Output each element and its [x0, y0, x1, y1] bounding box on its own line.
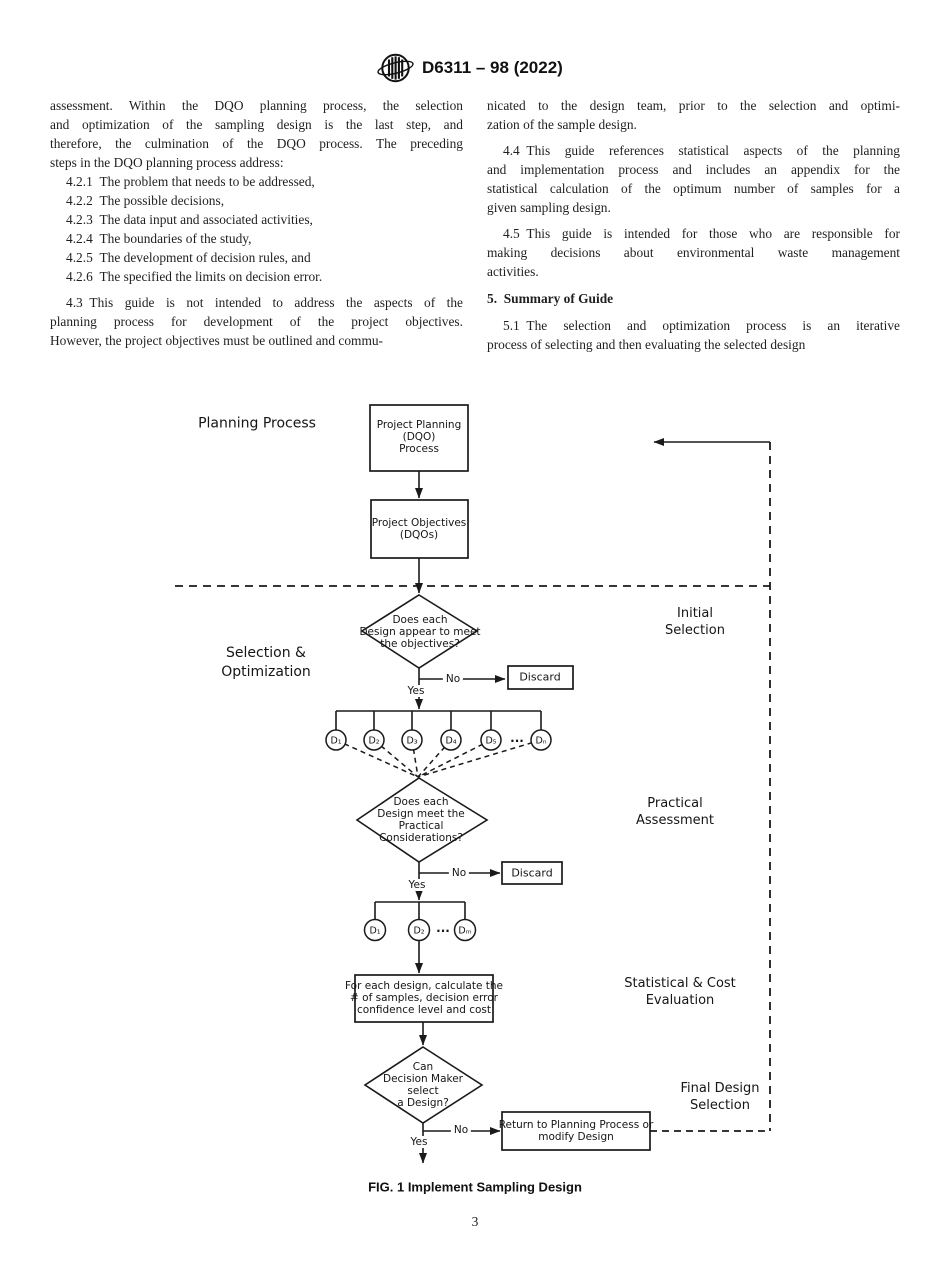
flowchart-canvas: D₁ D₂ D₃ D₄ D₅ Dₙ ... D₁ D₂ Dₘ ...	[175, 404, 771, 1164]
list-item: 4.2.3 The data input and associated acti…	[66, 212, 313, 227]
design-circles-row-1	[325, 729, 552, 751]
design-comb-1	[335, 710, 542, 730]
body-line: However, the project objectives must be …	[50, 333, 384, 348]
body-line: activities.	[487, 264, 539, 279]
label-return-to-planning: Return to Planning Process or modify Des…	[498, 1119, 654, 1143]
stage-label-initial-selection: Initial Selection	[665, 606, 725, 638]
design-label: D₂	[368, 736, 379, 747]
design-label: D₁	[369, 926, 380, 937]
label-discard-2: Discard	[511, 866, 553, 880]
box-return-to-planning	[501, 1111, 651, 1151]
branch-label-no: No	[448, 867, 470, 879]
body-line: making decisions about environmental was…	[487, 245, 900, 260]
label-q-final: Can Decision Maker select a Design?	[382, 1061, 464, 1109]
design-circles-row-2	[363, 918, 477, 942]
list-item: 4.2.5 The development of decision rules,…	[66, 250, 311, 265]
body-line: zation of the sample design.	[487, 117, 637, 132]
body-line: 4.5 This guide is intended for those who…	[503, 226, 900, 241]
label-calculate: For each design, calculate the # of samp…	[345, 980, 503, 1016]
design-label: D₄	[445, 736, 456, 747]
body-line: statistical calculation of the optimum n…	[487, 181, 900, 196]
branch-label-yes: Yes	[404, 685, 428, 697]
body-line: therefore, the culmination of the DQO pr…	[50, 136, 463, 151]
body-line: process of selecting and then evaluating…	[487, 337, 806, 352]
box-discard-2	[501, 861, 563, 885]
design-label: Dₙ	[535, 736, 546, 747]
list-item: 4.2.4 The boundaries of the study,	[66, 231, 252, 246]
body-line: and implementation process and includes …	[487, 162, 900, 177]
design-label: D₃	[406, 736, 417, 747]
box-project-planning	[369, 404, 469, 472]
list-item: 4.2.1 The problem that needs to be addre…	[66, 174, 315, 189]
figure-caption: FIG. 1 Implement Sampling Design	[368, 1179, 582, 1195]
page-number: 3	[471, 1214, 479, 1229]
design-label: D₂	[413, 926, 424, 937]
astm-logo-icon	[377, 51, 414, 90]
stage-label-final-design-selection: Final Design Selection	[680, 1081, 760, 1113]
doc-code: D6311 – 98 (2022)	[422, 58, 563, 77]
stage-label-statistical-cost: Statistical & Cost Evaluation	[624, 976, 736, 1008]
column-right: nicated to the design team, prior to the…	[487, 96, 900, 354]
label-project-planning: Project Planning (DQO) Process	[376, 419, 462, 455]
ellipsis-dots: ...	[510, 731, 524, 745]
label-discard-1: Discard	[519, 670, 561, 684]
design-label: D₁	[330, 736, 341, 747]
branch-label-no: No	[442, 673, 464, 685]
design-circle-labels: D₁ D₂ D₃ D₄ D₅ Dₙ ... D₁ D₂ Dₘ ...	[330, 731, 546, 937]
stage-label-practical-assessment: Practical Assessment	[636, 796, 714, 828]
box-project-objectives	[370, 499, 469, 559]
body-line: and optimization of the sampling design …	[50, 117, 463, 132]
body-line: 4.3 This guide is not intended to addres…	[66, 295, 463, 310]
ellipsis-dots: ...	[436, 921, 450, 935]
astm-logo-svg	[377, 53, 414, 83]
branch-label-no: No	[450, 1124, 472, 1136]
figure-1-flowchart: D₁ D₂ D₃ D₄ D₅ Dₙ ... D₁ D₂ Dₘ ... Plann…	[0, 395, 950, 1205]
design-comb-2	[374, 901, 466, 919]
branch-label-yes: Yes	[405, 879, 429, 891]
column-left: assessment. Within the DQO planning proc…	[50, 96, 463, 350]
box-discard-1	[507, 665, 574, 690]
list-item: 4.2.2 The possible decisions,	[66, 193, 225, 208]
body-line: given sampling design.	[487, 200, 611, 215]
body-line: steps in the DQO planning process addres…	[50, 155, 284, 170]
label-q-practical: Does each Design meet the Practical Cons…	[377, 796, 465, 844]
design-label: Dₘ	[458, 926, 471, 937]
body-line: 5.1 The selection and optimization proce…	[503, 318, 900, 333]
body-line: nicated to the design team, prior to the…	[487, 98, 900, 113]
label-q-initial: Does each Design appear to meet the obje…	[359, 614, 481, 650]
design-label: D₅	[485, 736, 496, 747]
body-line: assessment. Within the DQO planning proc…	[50, 98, 463, 113]
section-heading: 5. Summary of Guide	[487, 291, 614, 306]
list-item: 4.2.6 The specified the limits on decisi…	[66, 269, 323, 284]
body-line: planning process for development of the …	[50, 314, 463, 329]
box-calculate	[354, 974, 494, 1023]
body-line: 4.4 This guide references statistical as…	[503, 143, 900, 158]
stage-label-selection-optimization: Selection & Optimization	[221, 645, 311, 680]
label-project-objectives: Project Objectives (DQOs)	[371, 517, 467, 541]
branch-label-yes: Yes	[407, 1136, 431, 1148]
stage-label-planning-process: Planning Process	[198, 415, 316, 432]
